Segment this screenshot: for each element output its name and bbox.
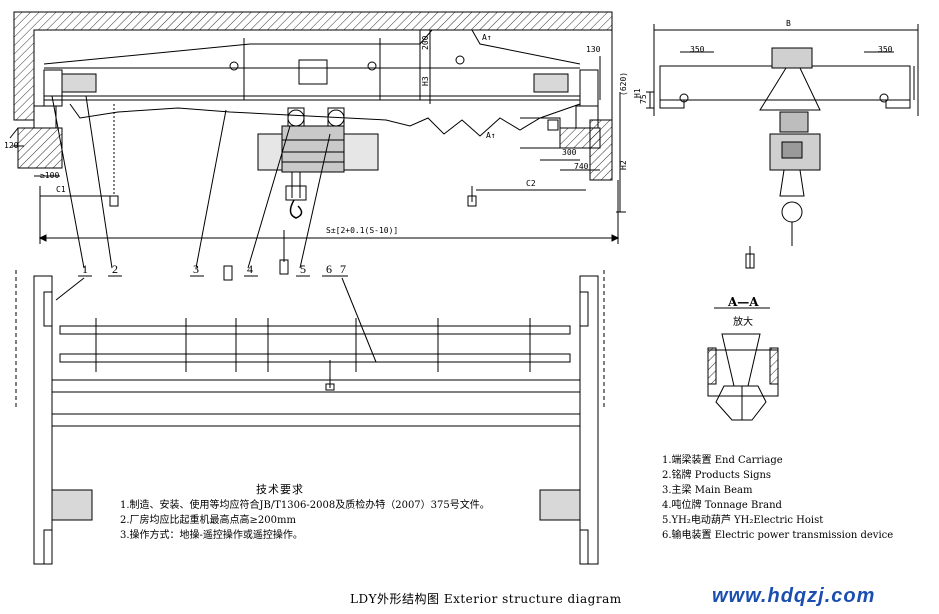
dim-ge100: ≥100 [40, 171, 60, 180]
dim-740: 740 [574, 162, 589, 171]
end-carriage-right [579, 275, 599, 565]
main-beam-plan [51, 379, 581, 427]
technical-notes-title: 技术要求 [256, 483, 304, 496]
section-mark-bottom: A↑ [486, 131, 496, 140]
dim-75: 75 [639, 94, 648, 104]
callout-6: 6 [326, 262, 332, 276]
section-title: A—A [728, 295, 759, 309]
legend-item-5: 5.YH₂电动葫芦 YH₂Electric Hoist [662, 515, 824, 526]
dim-620: (620) [619, 71, 628, 96]
dim-h3: H3 [421, 76, 430, 86]
legend-item-6: 6.输电装置 Electric power transmission devic… [662, 530, 894, 541]
legend-item-4: 4.吨位牌 Tonnage Brand [662, 500, 782, 511]
hook [289, 199, 303, 219]
diagram-caption: LDY外形结构图 Exterior structure diagram [350, 592, 622, 606]
plan-view [15, 270, 605, 565]
dim-c2: C2 [526, 179, 536, 188]
dim-c1: C1 [56, 185, 66, 194]
callout-2: 2 [112, 262, 118, 276]
dim-300: 300 [562, 148, 577, 157]
dim-b: B [786, 19, 791, 28]
dim-350-left: 350 [690, 45, 705, 54]
dim-span: S±[2+0.1(S-10)] [326, 226, 399, 235]
technical-note-1: 1.制造、安装、使用等均应符合JB/T1306-2008及质检办特（2007）3… [120, 500, 490, 511]
dim-h2: H2 [619, 160, 628, 170]
dim-120: 120 [4, 141, 19, 150]
callout-4: 4 [247, 262, 253, 276]
legend-item-3: 3.主梁 Main Beam [662, 485, 753, 496]
end-carriage-left [33, 275, 53, 565]
side-view [646, 24, 919, 269]
callout-7: 7 [340, 262, 346, 276]
dim-200: 200 [421, 35, 430, 50]
dim-130: 130 [586, 45, 601, 54]
section-a-a-view [707, 307, 779, 421]
callout-1: 1 [82, 262, 88, 276]
section-subtitle: 放大 [733, 317, 753, 328]
legend-item-2: 2.铭牌 Products Signs [662, 470, 772, 481]
left-building-wall [13, 11, 613, 121]
callout-3: 3 [193, 262, 199, 276]
technical-note-2: 2.厂房均应比起重机最高点高≥200mm [120, 515, 296, 526]
truss-bottom-chord [69, 103, 581, 137]
front-elevation-view [9, 11, 626, 281]
main-girder-outline [43, 29, 581, 65]
technical-note-3: 3.操作方式：地操-遥控操作或遥控操作。 [120, 530, 303, 541]
website-url[interactable]: www.hdqzj.com [712, 585, 876, 607]
dim-350-right: 350 [878, 45, 893, 54]
section-mark-top: A↑ [482, 33, 492, 42]
callout-5: 5 [300, 262, 306, 276]
legend-item-1: 1.端梁装置 End Carriage [662, 455, 783, 466]
